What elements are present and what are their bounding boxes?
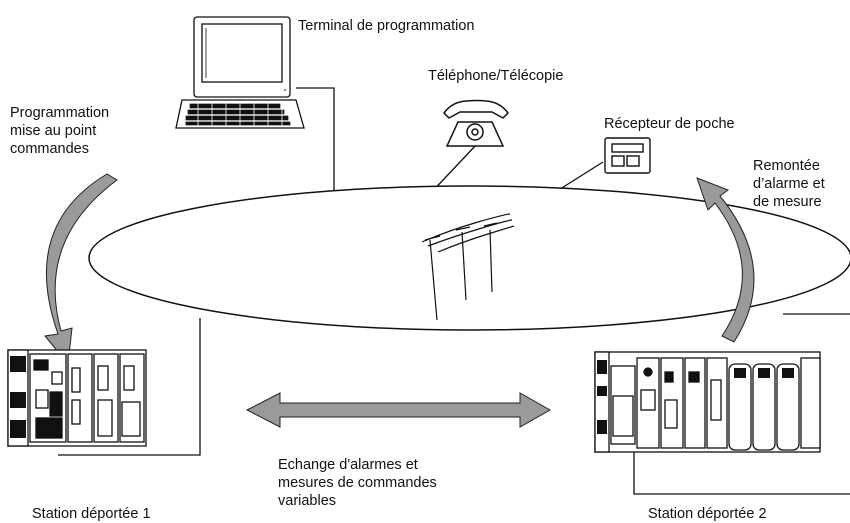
plc-station-icon [594,351,821,453]
power-line-pylon-icon [421,213,515,321]
exchange-double-arrow [245,392,552,428]
pager-label: Récepteur de poche [604,116,735,132]
plc-station-icon [7,349,147,447]
station1-label: Station déportée 1 [32,506,151,522]
telephone-icon [443,99,509,147]
station2-bus [633,452,850,495]
phone-label: Téléphone/Télécopie [428,68,564,84]
alarm-report-label: Remontée d’alarme et de mesure [753,158,825,210]
station1-link [58,318,201,456]
station2-label: Station déportée 2 [648,506,767,522]
alarm-report-arrow [696,177,755,343]
programming-label: Programmation mise au point commandes [10,105,110,157]
pager-icon [604,137,651,174]
terminal-label: Terminal de programmation [298,18,475,34]
terminal-link [296,87,335,196]
network-ellipse [88,185,850,331]
computer-terminal-icon [175,16,305,129]
exchange-label: Echange d'alarmes et mesures de commande… [278,457,437,509]
